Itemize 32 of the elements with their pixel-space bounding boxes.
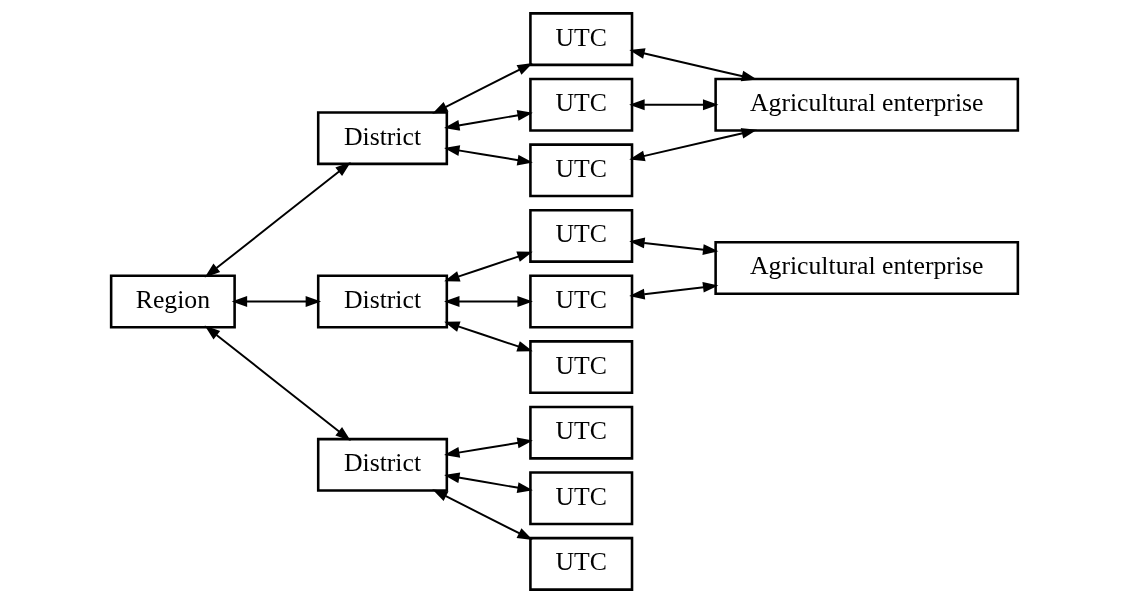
node-box: UTC: [529, 471, 634, 526]
arrow: [629, 237, 719, 255]
node-box: District: [316, 111, 449, 166]
node-box: Agricultural enterprise: [714, 241, 1020, 296]
arrow: [444, 145, 533, 166]
arrow: [204, 162, 351, 278]
node-box: UTC: [529, 12, 634, 67]
node-box: UTC: [529, 536, 634, 591]
node-box: UTC: [529, 405, 634, 460]
arrow: [432, 62, 533, 114]
node-box: District: [316, 437, 449, 492]
arrow: [629, 128, 758, 162]
node-box: UTC: [529, 77, 634, 132]
node-box: UTC: [529, 340, 634, 395]
arrow: [204, 325, 351, 441]
arrow: [444, 437, 533, 458]
arrow: [444, 110, 533, 131]
arrow: [629, 281, 719, 300]
arrow: [444, 296, 533, 307]
node-box: UTC: [529, 143, 634, 198]
arrow: [444, 321, 533, 352]
node-box: Agricultural enterprise: [714, 77, 1020, 132]
node-box: Region: [109, 274, 236, 329]
node-box: District: [316, 274, 449, 329]
arrow: [231, 296, 322, 307]
arrow: [629, 48, 758, 82]
arrow: [432, 489, 533, 541]
arrow: [444, 251, 533, 282]
arrow: [444, 472, 533, 493]
arrow: [629, 99, 719, 111]
node-box: UTC: [529, 274, 634, 329]
node-box: UTC: [529, 208, 634, 263]
